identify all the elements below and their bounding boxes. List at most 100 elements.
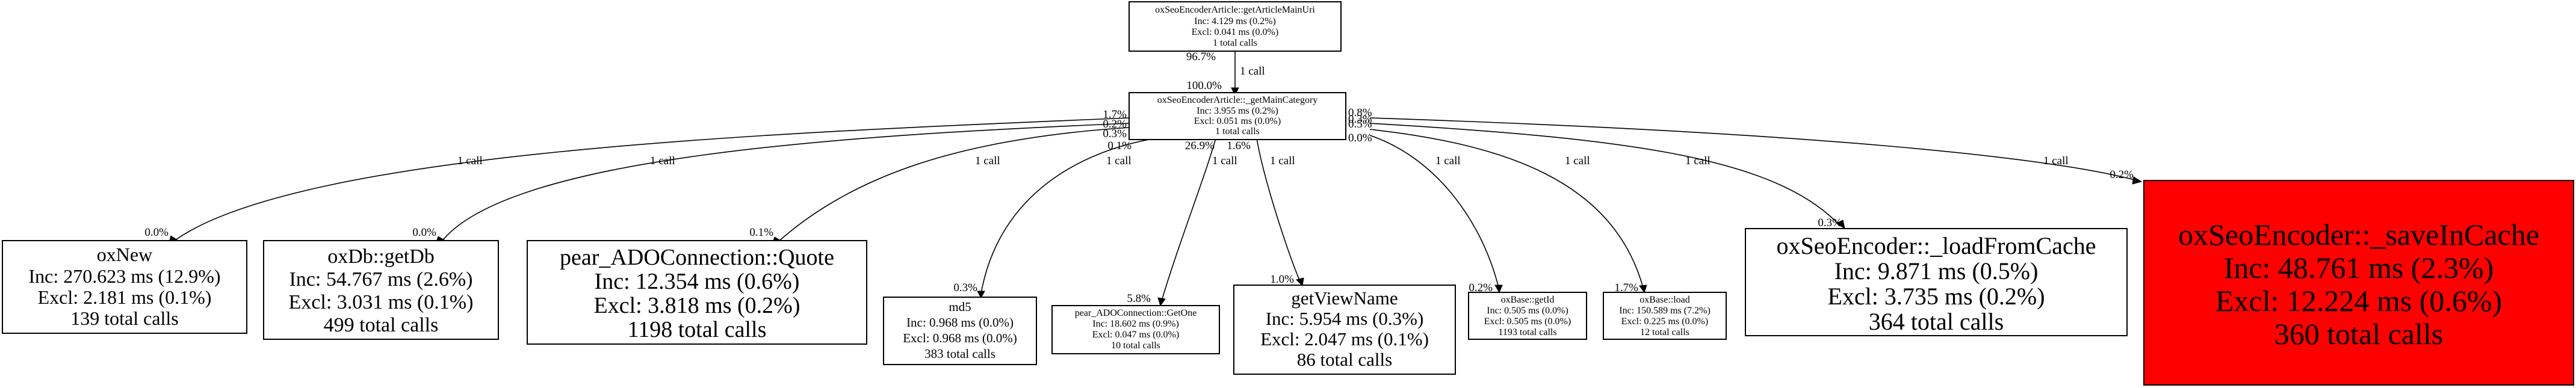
node-quote-calls: 1198 total calls [628,317,767,342]
edge-root-main-src-pct: 96.7% [1186,51,1216,63]
node-getid-calls: 1193 total calls [1498,327,1556,337]
node-oxnew-title: oxNew [97,244,152,265]
node-oxnew-excl: Excl: 2.181 ms (0.1%) [38,286,212,308]
node-getdb[interactable]: oxDb::getDb Inc: 54.767 ms (2.6%) Excl: … [263,240,499,340]
node-load[interactable]: oxBase::load Inc: 150.589 ms (7.2%) Excl… [1603,292,1727,340]
node-md5-title: md5 [949,300,971,314]
edge-savecache-src-pct: 0.8% [1348,106,1372,119]
edge-quote: 1 call 0.3% 0.1% [749,127,1130,245]
node-getid-excl: Excl: 0.505 ms (0.0%) [1484,316,1571,327]
edge-oxnew-dst-pct: 0.0% [144,226,169,239]
node-md5[interactable]: md5 Inc: 0.968 ms (0.0%) Excl: 0.968 ms … [883,297,1037,365]
edge-savecache-dst-pct: 0.2% [2110,168,2134,181]
node-quote-title: pear_ADOConnection::Quote [560,245,834,270]
node-viewname[interactable]: getViewName Inc: 5.954 ms (0.3%) Excl: 2… [1233,285,1456,375]
edge-load-src-pct: 0.5% [1348,118,1372,131]
edge-loadcache-src-pct: 0.3% [1348,113,1372,126]
node-getdb-calls: 499 total calls [324,314,439,336]
edge-md5-dst-pct: 0.3% [953,282,977,294]
edge-oxnew-src-pct: 1.7% [1103,108,1127,121]
node-main[interactable]: oxSeoEncoderArticle::_getMainCategory In… [1129,92,1346,140]
node-loadcache-calls: 364 total calls [1869,308,2004,335]
node-getone-excl: Excl: 0.047 ms (0.0%) [1092,330,1179,340]
node-getone[interactable]: pear_ADOConnection::GetOne Inc: 18.602 m… [1051,305,1220,354]
node-root-calls: 1 total calls [1213,38,1257,48]
edge-loadcache-label: 1 call [1685,155,1711,167]
node-getid[interactable]: oxBase::getId Inc: 0.505 ms (0.0%) Excl:… [1468,292,1587,340]
node-viewname-excl: Excl: 2.047 ms (0.1%) [1260,328,1429,350]
edge-root-main: 96.7% 1 call 100.0% [1186,51,1265,96]
node-savecache-title: oxSeoEncoder::_saveInCache [2178,218,2539,251]
edge-savecache: 1 call 0.8% 0.2% [1348,106,2143,185]
node-loadcache-inc: Inc: 9.871 ms (0.5%) [1834,257,2039,285]
edge-md5: 1 call 0.1% 0.3% [953,138,1156,299]
node-load-calls: 12 total calls [1640,327,1689,337]
node-viewname-calls: 86 total calls [1297,349,1392,370]
node-viewname-inc: Inc: 5.954 ms (0.3%) [1266,308,1424,329]
node-loadcache[interactable]: oxSeoEncoder::_loadFromCache Inc: 9.871 … [1745,228,2128,336]
edge-getone-label: 1 call [1212,155,1237,167]
node-quote-excl: Excl: 3.818 ms (0.2%) [593,293,800,318]
node-getone-calls: 10 total calls [1111,340,1160,351]
edge-quote-dst-pct: 0.1% [749,226,773,239]
node-getdb-excl: Excl: 3.031 ms (0.1%) [289,291,474,313]
node-loadcache-excl: Excl: 3.735 ms (0.2%) [1827,283,2045,310]
node-viewname-title: getViewName [1291,288,1398,309]
edge-loadcache: 1 call 0.3% 0.3% [1348,113,1845,230]
node-oxnew[interactable]: oxNew Inc: 270.623 ms (12.9%) Excl: 2.18… [2,240,247,334]
edge-load-dst-pct: 1.7% [1614,282,1638,294]
node-root-inc: Inc: 4.129 ms (0.2%) [1194,16,1276,26]
edge-md5-src-pct: 0.1% [1107,140,1132,152]
node-savecache-inc: Inc: 48.761 ms (2.3%) [2224,251,2494,285]
node-getone-inc: Inc: 18.602 ms (0.9%) [1092,319,1179,329]
edge-load-label: 1 call [1565,155,1590,167]
edge-oxnew: 1 call 1.7% 0.0% [144,108,1130,245]
edge-loadcache-dst-pct: 0.3% [1818,217,1842,229]
edge-viewname-label: 1 call [1270,155,1295,167]
node-load-excl: Excl: 0.225 ms (0.0%) [1621,316,1708,327]
node-getone-title: pear_ADOConnection::GetOne [1075,308,1197,318]
edge-getone-src-pct: 26.9% [1185,140,1215,152]
node-md5-excl: Excl: 0.968 ms (0.0%) [903,331,1017,345]
edge-getone: 1 call 26.9% 5.8% [1127,138,1237,307]
node-main-calls: 1 total calls [1215,126,1260,137]
edge-root-main-dst-pct: 100.0% [1186,79,1222,92]
edge-root-main-label: 1 call [1240,65,1265,78]
node-load-inc: Inc: 150.589 ms (7.2%) [1619,306,1711,316]
edge-getdb-label: 1 call [650,155,675,167]
edge-getdb: 1 call 0.2% 0.0% [412,118,1130,245]
node-md5-inc: Inc: 0.968 ms (0.0%) [906,315,1014,330]
edge-viewname-dst-pct: 1.0% [1270,273,1294,286]
node-root-excl: Excl: 0.041 ms (0.0%) [1192,27,1278,37]
edge-savecache-label: 1 call [2043,155,2069,167]
node-loadcache-title: oxSeoEncoder::_loadFromCache [1777,232,2096,259]
edge-getdb-src-pct: 0.2% [1103,118,1127,131]
node-getdb-title: oxDb::getDb [327,245,435,268]
node-root[interactable]: oxSeoEncoderArticle::getArticleMainUri I… [1129,1,1342,52]
edge-getid-label: 1 call [1435,155,1461,167]
edge-load: 1 call 0.5% 1.7% [1348,118,1647,294]
node-oxnew-calls: 139 total calls [70,307,179,329]
edge-quote-label: 1 call [975,155,1000,167]
node-root-title: oxSeoEncoderArticle::getArticleMainUri [1155,5,1315,15]
node-quote-inc: Inc: 12.354 ms (0.6%) [595,269,800,294]
node-load-title: oxBase::load [1639,295,1690,305]
edge-oxnew-label: 1 call [457,155,483,167]
edge-viewname: 1 call 1.6% 1.0% [1227,138,1304,287]
edge-md5-label: 1 call [1106,155,1132,167]
node-getid-title: oxBase::getId [1501,295,1555,305]
edge-getid-dst-pct: 0.2% [1469,282,1493,294]
node-main-inc: Inc: 3.955 ms (0.2%) [1197,106,1278,116]
node-quote[interactable]: pear_ADOConnection::Quote Inc: 12.354 ms… [527,240,867,345]
node-savecache[interactable]: oxSeoEncoder::_saveInCache Inc: 48.761 m… [2143,180,2574,386]
node-main-title: oxSeoEncoderArticle::_getMainCategory [1157,95,1318,105]
edge-quote-src-pct: 0.3% [1103,128,1127,140]
node-getid-inc: Inc: 0.505 ms (0.0%) [1487,306,1568,316]
node-savecache-calls: 360 total calls [2274,317,2444,351]
node-savecache-excl: Excl: 12.224 ms (0.6%) [2215,284,2502,318]
edge-viewname-src-pct: 1.6% [1227,140,1251,152]
node-getdb-inc: Inc: 54.767 ms (2.6%) [289,268,472,291]
node-oxnew-inc: Inc: 270.623 ms (12.9%) [28,265,220,287]
edge-getid: 1 call 0.0% 0.2% [1348,132,1503,294]
